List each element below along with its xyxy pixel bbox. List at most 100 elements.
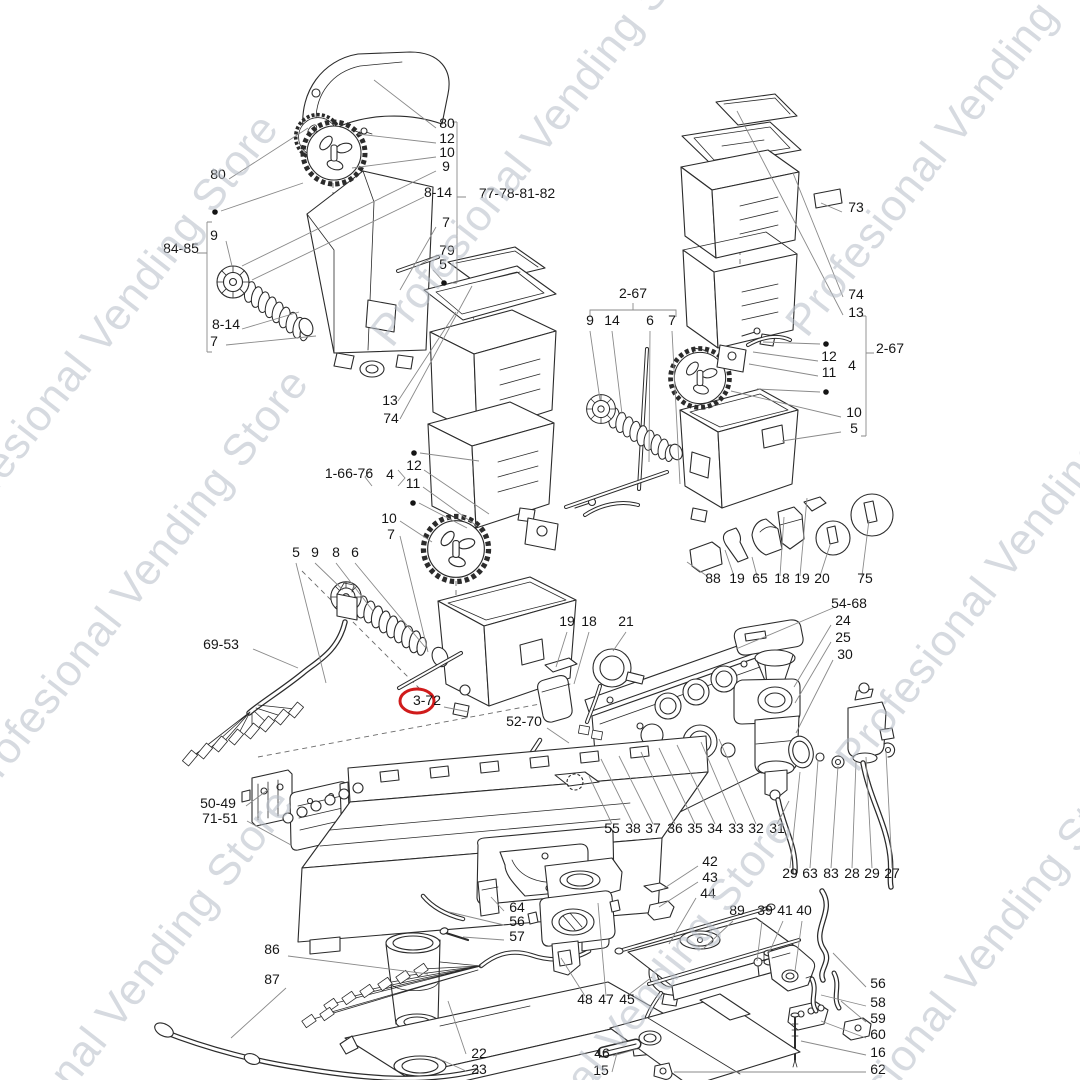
- part-label-79: 79: [439, 242, 455, 258]
- part-label-5: 5: [292, 544, 300, 560]
- part-label-12: 12: [439, 130, 455, 146]
- part-label-87: 87: [264, 971, 280, 987]
- part-label-2-67: 2-67: [619, 285, 647, 301]
- part-label-20: 20: [814, 570, 830, 586]
- part-label-32: 32: [748, 820, 764, 836]
- part-label-18: 18: [581, 613, 597, 629]
- part-label-5: 5: [439, 256, 447, 272]
- part-label-45: 45: [619, 991, 635, 1007]
- part-label-10: 10: [846, 404, 862, 420]
- rod-79: [396, 255, 440, 273]
- part-label-63: 63: [802, 865, 818, 881]
- part-label-60: 60: [870, 1026, 886, 1042]
- part-label-3-72: 3-72: [413, 692, 441, 708]
- part-label-58: 58: [870, 994, 886, 1010]
- part-label-8: 8: [332, 544, 340, 560]
- bracket-lines: [197, 121, 874, 487]
- canister-stack-top-right: [680, 93, 843, 363]
- part-label-25: 25: [835, 629, 851, 645]
- plate-73: [813, 188, 843, 209]
- grinder-assembly: [420, 857, 623, 976]
- part-label-6: 6: [351, 544, 359, 560]
- callout-dots: [212, 209, 829, 506]
- part-label-23: 23: [471, 1061, 487, 1077]
- part-label-5: 5: [850, 420, 858, 436]
- auger-center: [330, 581, 449, 668]
- part-label-15: 15: [593, 1062, 609, 1078]
- part-label-11: 11: [406, 475, 421, 491]
- part-label-64: 64: [509, 899, 525, 915]
- part-label-50-49: 50-49: [200, 795, 236, 811]
- part-label-9: 9: [586, 312, 594, 328]
- part-label-24: 24: [835, 612, 851, 628]
- part-label-43: 43: [702, 869, 718, 885]
- hopper-assembly-right: [564, 327, 799, 523]
- part-label-56: 56: [509, 913, 525, 929]
- canister-stack-center: [427, 309, 557, 544]
- part-label-13: 13: [382, 392, 398, 408]
- part-label-56: 56: [870, 975, 886, 991]
- part-label-55: 55: [604, 820, 620, 836]
- part-label-34: 34: [707, 820, 723, 836]
- part-label-48: 48: [577, 991, 593, 1007]
- part-label-80: 80: [439, 115, 455, 131]
- drip-tray: [339, 981, 671, 1080]
- part-label-86: 86: [264, 941, 280, 957]
- part-label-27: 27: [884, 865, 900, 881]
- dispenser-assembly: [733, 619, 804, 875]
- chute-top-left: [302, 51, 450, 129]
- part-label-7: 7: [442, 214, 450, 230]
- canister-tall-left: [306, 170, 434, 378]
- part-label-35: 35: [687, 820, 703, 836]
- part-label-83: 83: [823, 865, 839, 881]
- part-label-77-78-81-82: 77-78-81-82: [479, 185, 555, 201]
- part-label-74: 74: [848, 286, 864, 302]
- part-label-8-14: 8-14: [424, 184, 452, 200]
- part-label-28: 28: [844, 865, 860, 881]
- part-label-57: 57: [509, 928, 525, 944]
- panel-small-parts: [537, 648, 645, 741]
- gear-top-left: [293, 112, 373, 184]
- part-label-12: 12: [406, 457, 422, 473]
- part-label-38: 38: [625, 820, 641, 836]
- part-label-4: 4: [386, 466, 394, 482]
- part-label-36: 36: [667, 820, 683, 836]
- part-label-18: 18: [774, 570, 790, 586]
- part-label-41: 41: [777, 902, 793, 918]
- steam-wand: [154, 1022, 479, 1080]
- part-label-9: 9: [311, 544, 319, 560]
- pump-bracket-parts: [767, 944, 872, 1068]
- drive-clamp-center: [524, 497, 640, 551]
- hoses-right: [809, 888, 842, 1014]
- part-label-59: 59: [870, 1010, 886, 1026]
- lids-center: [423, 246, 557, 321]
- part-label-7: 7: [210, 333, 218, 349]
- part-label-39: 39: [757, 902, 773, 918]
- part-label-89: 89: [729, 902, 745, 918]
- part-label-47: 47: [598, 991, 614, 1007]
- highlight-circle: [398, 687, 436, 715]
- part-label-6: 6: [646, 312, 654, 328]
- part-label-73: 73: [848, 199, 864, 215]
- part-label-19: 19: [729, 570, 745, 586]
- part-label-31: 31: [769, 820, 785, 836]
- part-label-22: 22: [471, 1045, 487, 1061]
- part-label-33: 33: [728, 820, 744, 836]
- part-label-10: 10: [381, 510, 397, 526]
- part-label-30: 30: [837, 646, 853, 662]
- part-label-16: 16: [870, 1044, 886, 1060]
- part-label-14: 14: [604, 312, 620, 328]
- leader-lines: [220, 79, 893, 1073]
- part-label-2-67: 2-67: [876, 340, 904, 356]
- base-unit: [282, 735, 709, 955]
- part-label-29: 29: [782, 865, 798, 881]
- small-parts-row: [689, 493, 894, 573]
- part-label-11: 11: [822, 364, 837, 380]
- part-label-12: 12: [821, 348, 837, 364]
- stir-rod-center: [397, 651, 463, 690]
- part-label-65: 65: [752, 570, 768, 586]
- part-label-13: 13: [848, 304, 864, 320]
- mount-plate-bottom: [597, 993, 801, 1080]
